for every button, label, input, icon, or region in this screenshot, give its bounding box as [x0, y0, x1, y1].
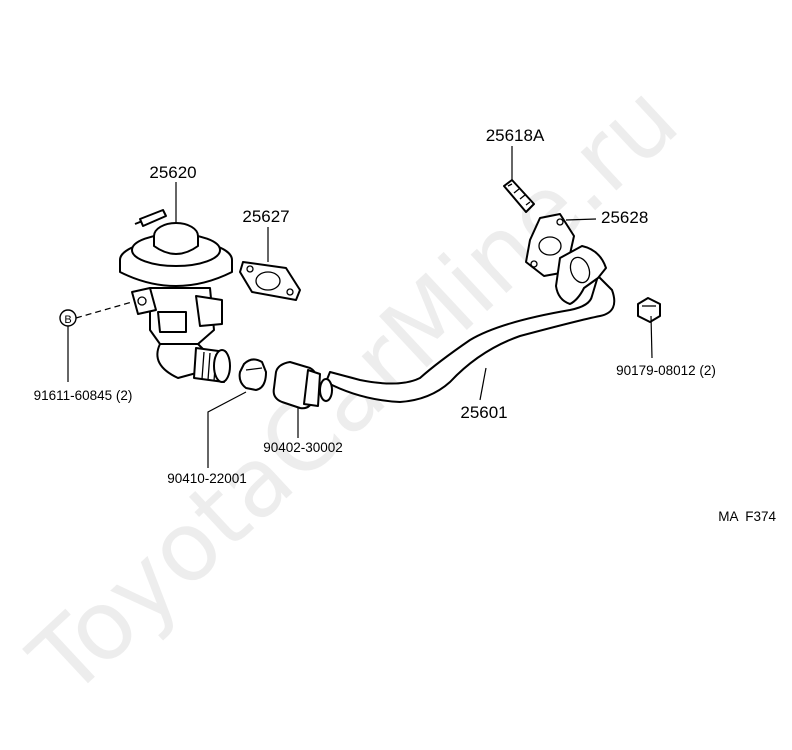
label-egr-valve-gasket: 25627	[242, 207, 289, 226]
label-flange-nut: 90179-08012 (2)	[616, 363, 716, 378]
flange-nut	[637, 297, 661, 323]
label-hose-clamp: 90410-22001	[167, 471, 247, 486]
label-egr-pipe: 25601	[460, 403, 507, 422]
label-bolt: 91611-60845 (2)	[34, 388, 133, 403]
egr-pipe	[319, 245, 616, 403]
hose	[272, 361, 321, 410]
egr-valve	[119, 209, 233, 383]
bolt-marker-label: B	[64, 314, 71, 326]
leader-lines	[67, 146, 653, 468]
figure-code: MA F374	[718, 509, 776, 524]
stud-bolt	[503, 179, 535, 213]
egr-valve-gasket	[239, 261, 301, 301]
bolt-reference-marker: B	[59, 309, 77, 327]
label-stud-bolt: 25618A	[486, 126, 545, 145]
label-egr-valve: 25620	[149, 163, 196, 182]
label-pipe-gasket: 25628	[601, 208, 648, 227]
hose-clamp	[238, 358, 267, 391]
label-hose: 90402-30002	[263, 440, 343, 455]
